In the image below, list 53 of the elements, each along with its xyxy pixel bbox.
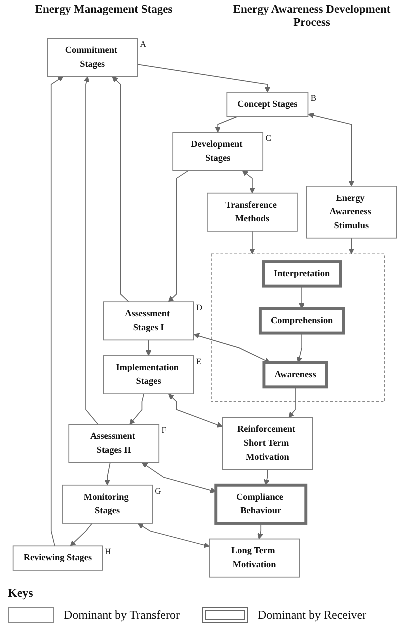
arrow [84, 76, 99, 426]
legend-heading: Keys [8, 586, 34, 601]
column-heading: Energy Management Stages [34, 4, 174, 17]
node-box: Implementation Stages [103, 356, 194, 394]
arrow [194, 333, 270, 364]
arrow [264, 469, 270, 486]
arrow [296, 332, 303, 364]
arrow [112, 76, 130, 303]
stage-letter: D [196, 302, 203, 313]
stage-letter: A [140, 39, 146, 50]
arrow [146, 340, 152, 356]
node-box: Development Stages [172, 132, 264, 172]
node-box: Interpretation [262, 260, 342, 288]
node-box: Transference Methods [207, 192, 298, 232]
node-box: Compliance Behaviour [214, 484, 308, 525]
stage-letter: H [105, 546, 112, 557]
node-box: Reviewing Stages [12, 546, 103, 571]
node-box: Comprehension [258, 308, 346, 335]
arrow [168, 394, 223, 428]
legend-label: Dominant by Receiver [258, 608, 367, 622]
arrow [299, 286, 305, 310]
arrow [250, 231, 256, 254]
arrow [142, 462, 216, 494]
stage-letter: C [266, 133, 272, 144]
stage-letter: F [162, 425, 166, 436]
arrow [348, 238, 355, 254]
arrow [50, 76, 64, 547]
node-box: Reinforcement Short Term Motivation [222, 417, 314, 470]
arrow [288, 386, 296, 418]
node-box: Long Term Motivation [209, 538, 300, 578]
node-box: Assessment Stages I [103, 302, 194, 341]
arrow [242, 170, 256, 194]
legend-label: Dominant by Transferor [64, 608, 180, 622]
arrow [138, 523, 210, 548]
node-box: Commitment Stages [47, 38, 138, 78]
node-box: Awareness [262, 361, 328, 389]
stage-letter: G [155, 486, 162, 496]
arrow [258, 523, 264, 540]
cluster [211, 254, 386, 402]
arrow [215, 116, 238, 133]
arrow [308, 112, 355, 187]
column-heading: Energy Awareness Development Process [232, 4, 392, 30]
arrow [104, 462, 111, 486]
arrow [70, 523, 93, 546]
node-box: Energy Awareness Stimulus [306, 186, 398, 239]
arrow [168, 170, 190, 302]
stage-letter: B [310, 93, 317, 104]
node-box: Concept Stages [226, 92, 309, 118]
arrow [130, 394, 145, 425]
node-box: Assessment Stages II [68, 424, 160, 464]
stage-letter: E [196, 356, 202, 366]
node-box: Monitoring Stages [62, 484, 153, 524]
arrow [137, 64, 271, 93]
